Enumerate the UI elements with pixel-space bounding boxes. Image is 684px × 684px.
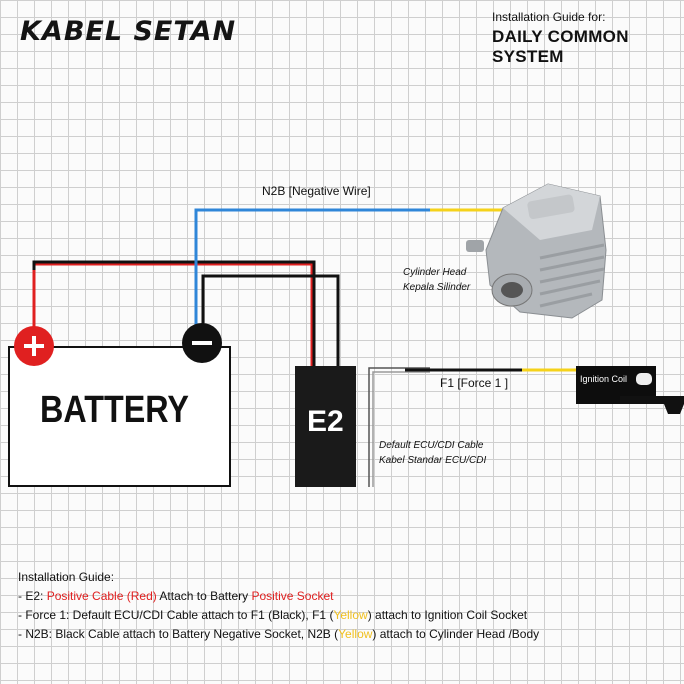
installation-instructions: Installation Guide: - E2: Positive Cable… — [18, 568, 539, 644]
e2-module — [295, 366, 356, 487]
instruction-n2b: - N2B: Black Cable attach to Battery Neg… — [18, 627, 540, 641]
ignition-coil-label: Ignition Coil — [580, 374, 628, 384]
instruction-force1: - Force 1: Default ECU/CDI Cable attach … — [18, 608, 528, 622]
guide-subtitle: DAILY COMMON SYSTEM — [492, 27, 629, 66]
n2b-blue-wire — [194, 208, 430, 330]
battery-label: BATTERY — [40, 389, 189, 431]
ecu-cable-label-id: Kabel Standar ECU/CDI — [379, 455, 487, 466]
negative-wire-e2 — [201, 274, 340, 366]
cylinder-head-label-id: Kepala Silinder — [403, 282, 471, 293]
brand-logo: KABEL SETAN — [20, 16, 237, 47]
instruction-e2: - E2: Positive Cable (Red) Attach to Bat… — [18, 589, 334, 603]
ecu-cable — [368, 367, 430, 487]
f1-label: F1 [Force 1 ] — [440, 376, 509, 390]
instructions-heading: Installation Guide: — [18, 570, 115, 584]
cylinder-head-image — [466, 183, 607, 319]
guide-title: Installation Guide for: — [492, 10, 606, 24]
e2-label: E2 — [307, 405, 344, 438]
battery-body — [8, 346, 231, 487]
cylinder-head-label-en: Cylinder Head — [403, 267, 467, 278]
n2b-label: N2B [Negative Wire] — [262, 184, 371, 198]
ecu-cable-label-en: Default ECU/CDI Cable — [379, 440, 484, 451]
